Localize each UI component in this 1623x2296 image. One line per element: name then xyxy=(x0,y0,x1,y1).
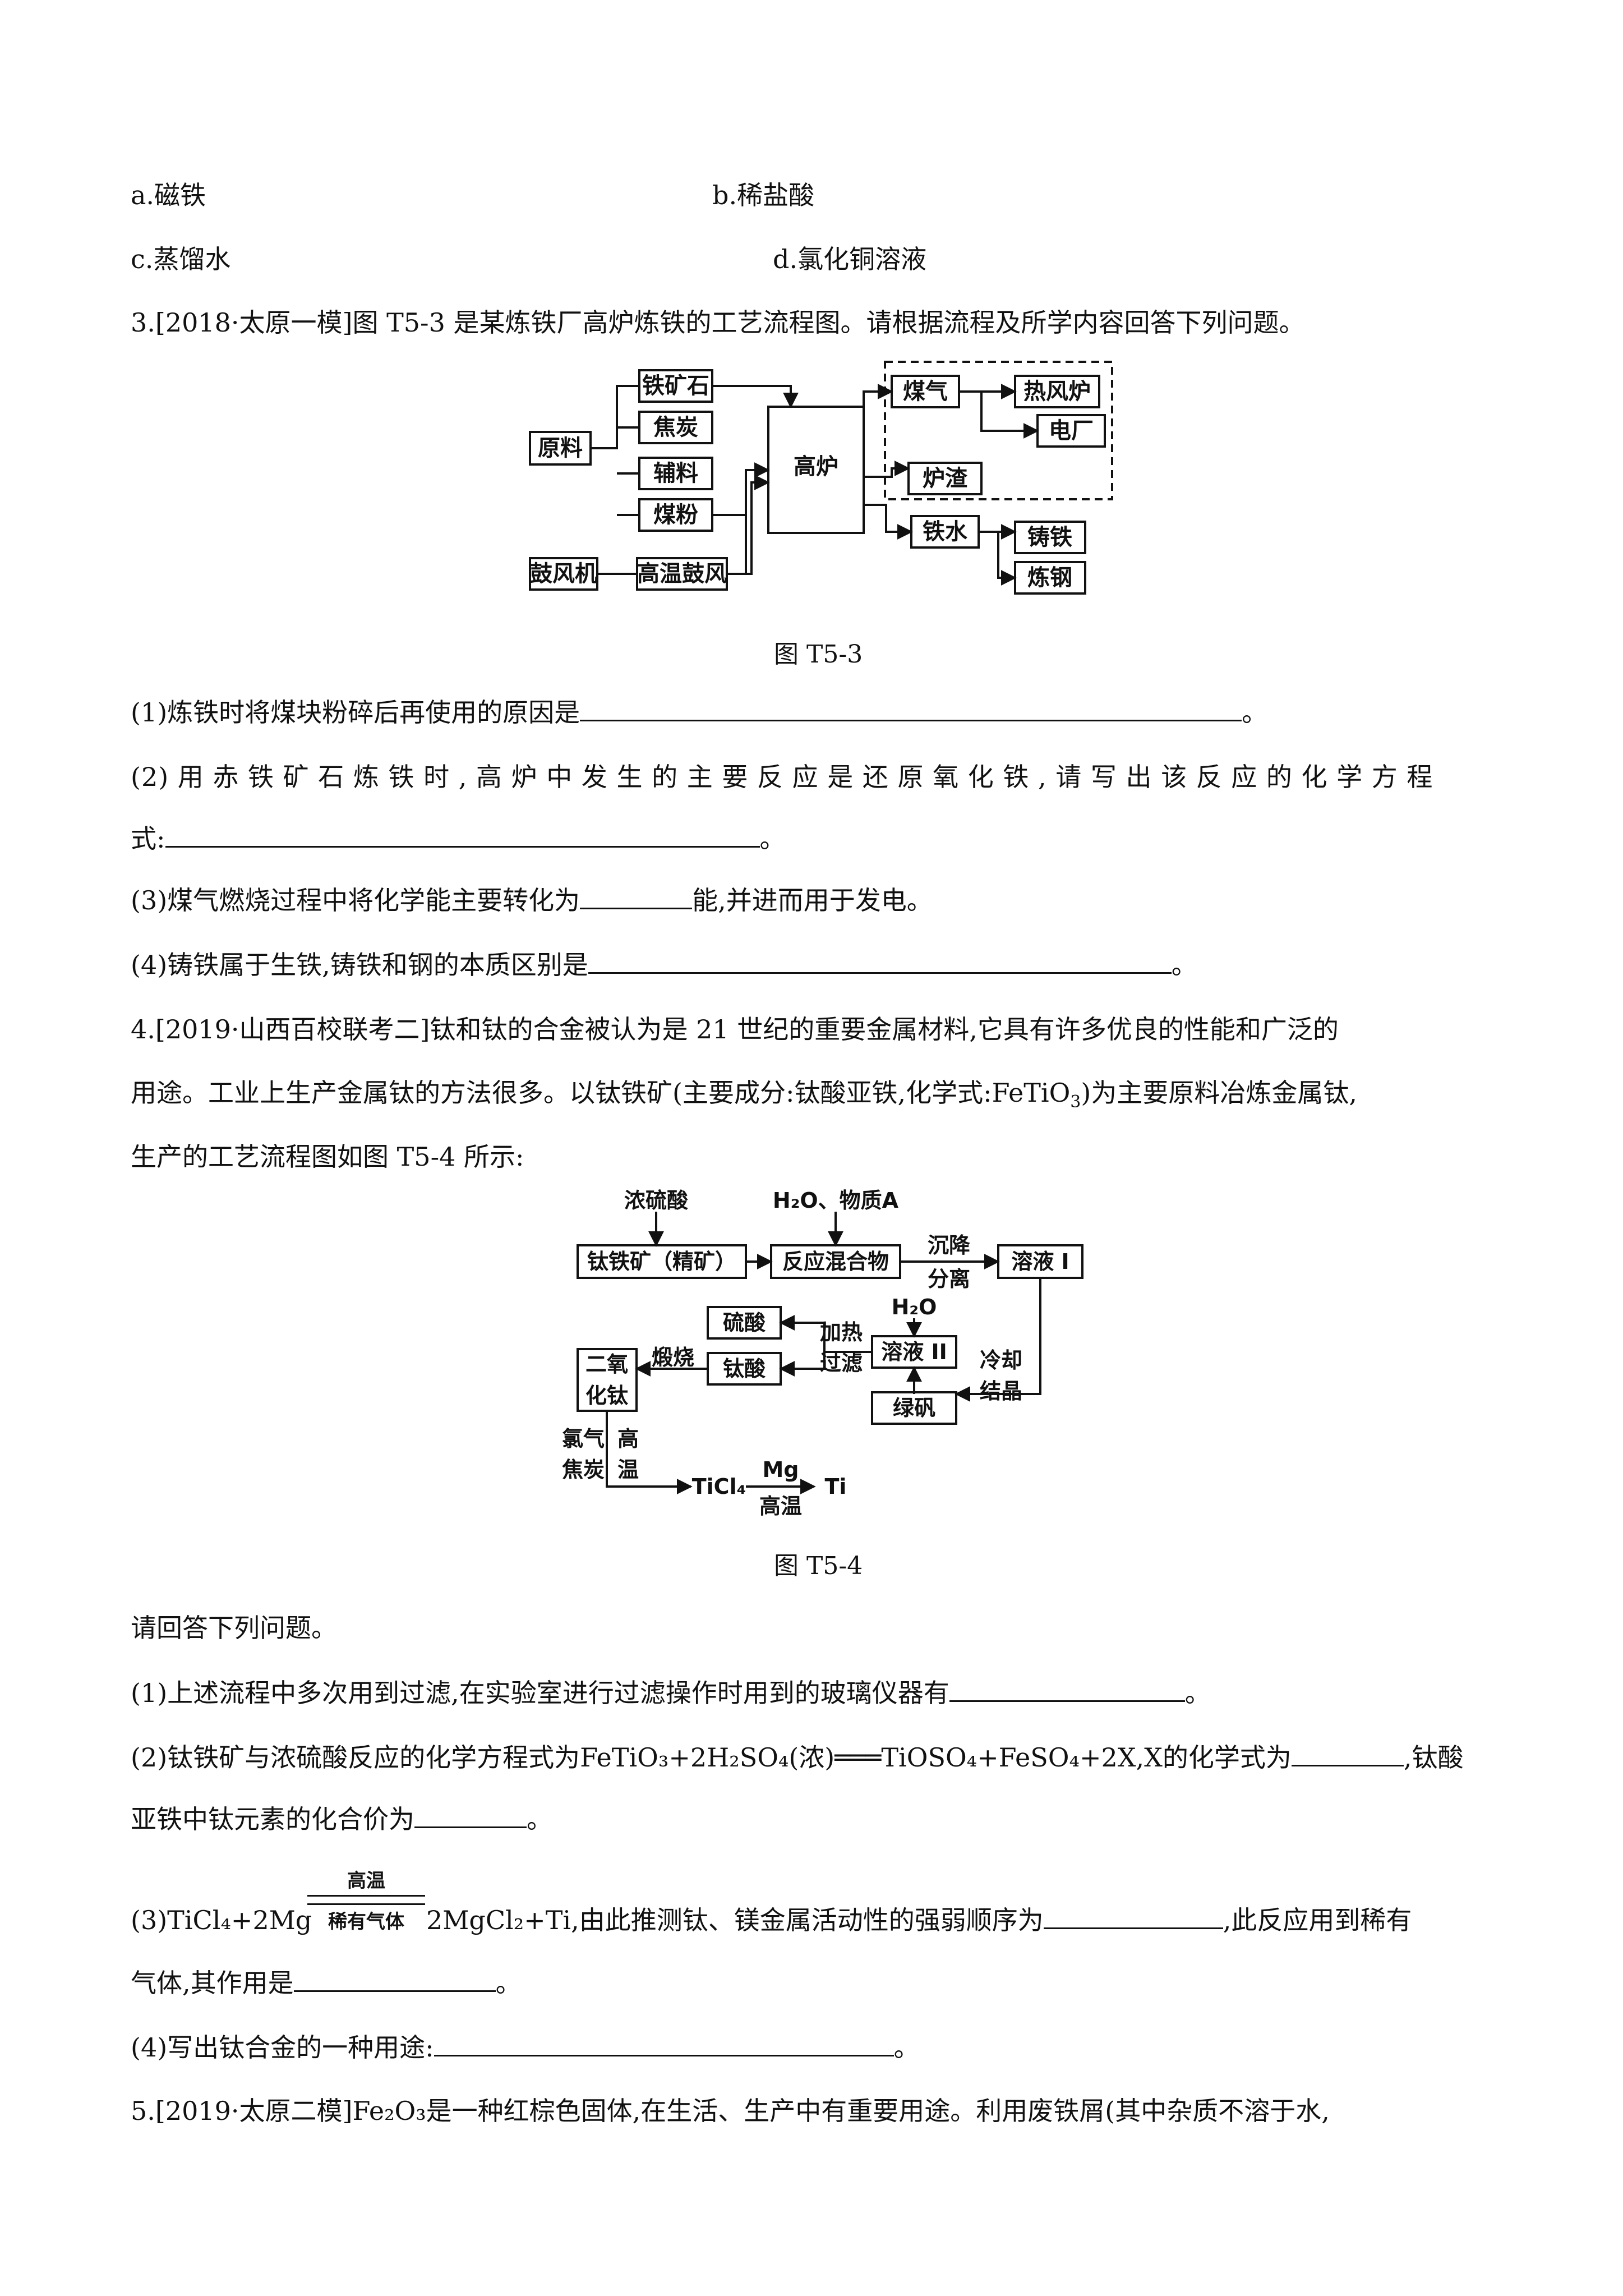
reaction-condition-top: 高温 xyxy=(347,1870,385,1892)
answer-blank[interactable] xyxy=(165,823,760,848)
fig3-hot-stove: 热风炉 xyxy=(1023,379,1091,404)
option-d: d.氯化铜溶液 xyxy=(773,244,927,274)
fig4-mixture: 反应混合物 xyxy=(782,1249,889,1274)
fig3-aux: 辅料 xyxy=(653,461,698,486)
fig4-cl2: 氯气 xyxy=(562,1427,605,1451)
q4-sub2-line1: (2)钛铁矿与浓硫酸反应的化学方程式为FeTiO₃+2H₂SO₄(浓)═══Ti… xyxy=(131,1742,1464,1773)
fig4-separate: 分离 xyxy=(928,1267,970,1291)
option-a: a.磁铁 xyxy=(131,180,206,210)
fig3-ore: 铁矿石 xyxy=(642,373,709,399)
answer-blank[interactable] xyxy=(588,950,1172,974)
q3-stem: 3.[2018·太原一模]图 T5-3 是某炼铁厂高炉炼铁的工艺流程图。请根据流… xyxy=(131,307,1305,338)
fig4-high2: 温 xyxy=(617,1457,639,1482)
fig3-blower: 鼓风机 xyxy=(530,561,597,587)
fig4-water-a: H₂O、物质A xyxy=(773,1189,899,1213)
fig4-calcine: 煅烧 xyxy=(652,1345,694,1370)
answer-blank[interactable] xyxy=(1291,1742,1404,1766)
fig3-furnace: 高炉 xyxy=(794,454,838,480)
q4-stem-2: 用途。工业上生产金属钛的方法很多。以钛铁矿(主要成分:钛酸亚铁,化学式:FeTi… xyxy=(131,1078,1357,1112)
fig4-high1: 高 xyxy=(617,1427,639,1451)
fig4-copperas: 绿矾 xyxy=(893,1396,935,1420)
fig4-ti: Ti xyxy=(825,1474,847,1499)
fig4-h2o: H₂O xyxy=(892,1295,937,1319)
fig3-slag: 炉渣 xyxy=(923,466,968,491)
q3-sub3: (3)煤气燃烧过程中将化学能主要转化为能,并进而用于发电。 xyxy=(131,885,933,915)
fig3-caption: 图 T5-3 xyxy=(774,640,863,669)
q4-ask: 请回答下列问题。 xyxy=(131,1613,337,1643)
q4-sub2-line2: 亚铁中钛元素的化合价为。 xyxy=(131,1804,552,1834)
q4-sub3-lhs: (3)TiCl₄+2Mg xyxy=(131,1905,312,1935)
answer-blank[interactable] xyxy=(414,1804,527,1828)
q5-stem: 5.[2019·太原二模]Fe₂O₃是一种红棕色固体,在生活、生产中有重要用途。… xyxy=(131,2096,1330,2126)
fig4-tio2-b: 化钛 xyxy=(585,1383,628,1408)
q4-stem-3: 生产的工艺流程图如图 T5-4 所示: xyxy=(131,1142,524,1172)
fig3-steel: 炼钢 xyxy=(1027,565,1072,591)
q3-sub2-line1: (2) 用 赤 铁 矿 石 炼 铁 时 , 高 炉 中 发 生 的 主 要 反 … xyxy=(131,762,1433,792)
fig3-coke: 焦炭 xyxy=(653,415,698,440)
q3-sub2-line2: 式:。 xyxy=(131,823,786,854)
fig4-tio2-a: 二氧 xyxy=(585,1352,628,1377)
fig3-power: 电厂 xyxy=(1049,418,1094,444)
reaction-equals-sign xyxy=(307,1895,425,1905)
answer-blank[interactable] xyxy=(293,1968,496,1992)
q4-sub3-line2: 气体,其作用是。 xyxy=(131,1968,522,1998)
answer-blank[interactable] xyxy=(580,697,1242,721)
fig4-acid: 浓硫酸 xyxy=(624,1189,689,1213)
q4-stem-1: 4.[2019·山西百校联考二]钛和钛的合金被认为是 21 世纪的重要金属材料,… xyxy=(131,1014,1339,1045)
fig4-ilmenite: 钛铁矿（精矿） xyxy=(587,1249,736,1274)
option-c: c.蒸馏水 xyxy=(131,244,231,274)
reaction-condition-bottom: 稀有气体 xyxy=(328,1911,404,1933)
answer-blank[interactable] xyxy=(580,885,693,909)
fig4-cool: 冷却 xyxy=(980,1348,1022,1373)
fig4-hightemp: 高温 xyxy=(759,1494,802,1519)
fig4-filter: 过滤 xyxy=(820,1351,863,1375)
fig4-settle: 沉降 xyxy=(928,1233,970,1258)
fig3-raw: 原料 xyxy=(538,435,583,461)
fig4-ticl4: TiCl₄ xyxy=(692,1474,746,1499)
fig4-crystal: 结晶 xyxy=(980,1379,1022,1404)
answer-blank[interactable] xyxy=(949,1678,1185,1702)
fig3-iron: 铁水 xyxy=(923,519,968,545)
fig4-sol2: 溶液 II xyxy=(881,1340,947,1364)
fig4-caption: 图 T5-4 xyxy=(774,1552,863,1580)
fig4-coke: 焦炭 xyxy=(562,1457,605,1482)
q3-sub4: (4)铸铁属于生铁,铸铁和钢的本质区别是。 xyxy=(131,950,1197,980)
fig3-gas: 煤气 xyxy=(903,379,948,404)
option-b: b.稀盐酸 xyxy=(712,180,815,210)
fig4-titanic: 钛酸 xyxy=(723,1356,766,1381)
fig3-cast-iron: 铸铁 xyxy=(1027,524,1072,550)
answer-blank[interactable] xyxy=(1043,1905,1223,1929)
q3-sub1: (1)炼铁时将煤块粉碎后再使用的原因是。 xyxy=(131,697,1268,728)
answer-blank[interactable] xyxy=(434,2032,894,2056)
figure-t5-4: 浓硫酸 H₂O、物质A 钛铁矿（精矿） 反应混合物 沉降 分离 溶液 I 硫酸 … xyxy=(562,1189,1083,1519)
fig3-hot-blast: 高温鼓风 xyxy=(637,561,727,587)
fig4-heat: 加热 xyxy=(820,1320,863,1345)
q4-sub3-rhs: 2MgCl₂+Ti,由此推测钛、镁金属活动性的强弱顺序为,此反应用到稀有 xyxy=(426,1905,1412,1935)
fig4-sol1: 溶液 I xyxy=(1011,1249,1069,1274)
figure-t5-3: 原料 铁矿石 焦炭 辅料 煤粉 鼓风机 高温鼓风 高炉 煤气 热风炉 电厂 炉渣… xyxy=(529,361,1113,595)
fig3-coal: 煤粉 xyxy=(653,502,698,528)
fig4-sulfuric: 硫酸 xyxy=(723,1310,766,1335)
q4-sub1: (1)上述流程中多次用到过滤,在实验室进行过滤操作时用到的玻璃仪器有。 xyxy=(131,1678,1211,1708)
q4-sub4: (4)写出钛合金的一种用途:。 xyxy=(131,2032,920,2063)
fig4-mg: Mg xyxy=(762,1457,799,1482)
